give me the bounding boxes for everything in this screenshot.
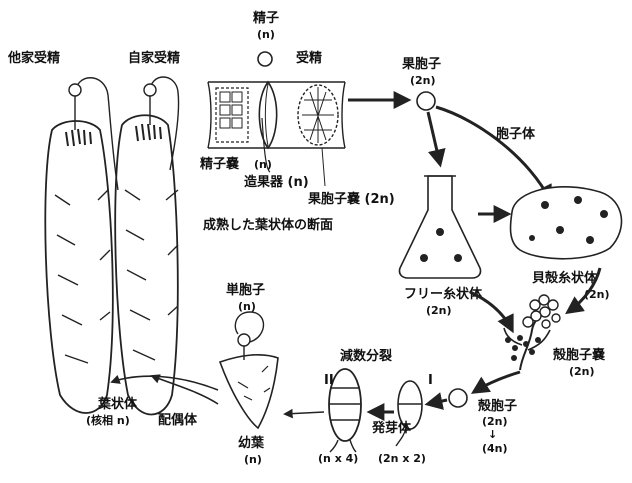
shell-icon [509,186,623,260]
sporophyte-label: 胞子体 [495,126,536,142]
conchospore-circle [448,388,468,408]
germling-4cell-ploidy: (n x 4) [318,452,358,465]
germling-2n-ploidy: (2n x 2) [378,452,426,465]
conchospore-ploidy: (2n) [482,415,508,428]
free-conchocelis-label: フリー糸状体 [404,286,483,302]
arrow-to-conchospore [470,370,521,394]
conchospore-4n-arrow: ↓ [488,428,497,441]
carpospore-ploidy: (2n) [410,74,436,87]
conchospore-4n-label: (4n) [482,442,508,455]
arrow-to-flask [426,111,446,168]
arrow-shell-to-sporangium [565,267,602,315]
arrow-to-germling-2n [424,392,448,410]
self-fertilization-path [143,76,180,171]
shell-conchocelis-label: 貝殻糸状体 [532,270,598,286]
meiosis-II-label: II [324,373,334,388]
spermatium-label: 精子 [253,10,279,26]
arrow-sporophyte [435,105,552,204]
arrow-to-left-thallus [110,374,219,391]
carpogonium-ploidy: (n) [254,158,272,171]
blade-thallus-right [114,114,179,416]
germling-4cell-icon [328,368,362,453]
germling-label: 発芽体 [371,420,412,436]
conchosporangium-ploidy: (2n) [569,365,595,378]
thallus-ploidy: (核相 n) [86,413,130,427]
conchosporangium-label: 殻胞子嚢 [553,347,606,363]
cross-fertilization-label: 他家受精 [7,50,60,66]
thallus-label: 葉状体 [97,396,138,412]
carpogonium-label: 造果器 (n) [244,174,309,190]
monospore-label: 単胞子 [226,282,265,298]
gametophyte-label: 配偶体 [158,412,198,428]
blade-thallus-left [44,120,114,414]
arrow-to-young-blade [283,408,325,419]
spermatium-ploidy: (n) [257,28,275,41]
carpospore-label: 果胞子 [401,56,441,72]
free-conchocelis-ploidy: (2n) [426,304,452,317]
meiosis-label: 減数分裂 [340,348,393,364]
carpospore-circle [416,91,436,111]
monospore-loop [234,311,265,360]
self-fertilization-label: 自家受精 [128,50,180,66]
arrow-free-to-sporangium [469,290,514,334]
thallus-cross-section [207,80,346,173]
section-caption: 成熟した葉状体の断面 [203,217,333,233]
young-blade-label: 幼葉 [238,435,265,451]
carposporangium-pointer [321,147,326,187]
spermatangium-label: 精子嚢 [200,156,240,172]
fertilization-label: 受精 [296,50,322,66]
arrow-to-right-thallus [150,374,219,405]
young-blade-icon [218,353,279,430]
young-blade-ploidy: (n) [244,453,262,466]
monospore-ploidy: (n) [238,300,256,313]
carposporangium-label: 果胞子嚢 (2n) [307,191,395,207]
germling-2cell-icon [395,380,423,447]
cross-fertilization-path [68,77,119,191]
spermatium-circle [257,51,273,67]
conchosporangium-icon [503,294,561,371]
flask-icon [398,175,482,279]
conchospore-label: 殻胞子 [478,398,517,414]
meiosis-I-label: I [428,373,433,388]
